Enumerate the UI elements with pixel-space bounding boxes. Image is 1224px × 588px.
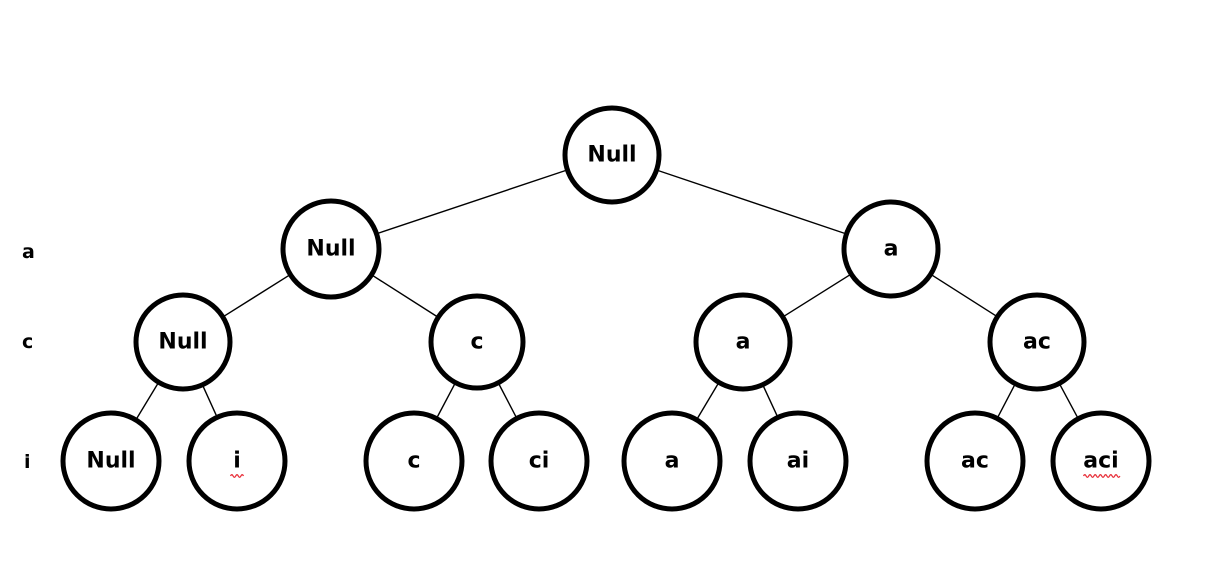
node-label: i (233, 449, 241, 474)
node-circle[interactable] (621, 410, 723, 512)
row-label-a: a (22, 241, 35, 263)
tree-node[interactable]: Null (133, 292, 233, 392)
node-label: Null (587, 143, 636, 168)
node-label: ac (961, 449, 989, 474)
node-label: Null (306, 237, 355, 262)
node-label: ac (1023, 330, 1051, 355)
tree-edge (136, 383, 159, 420)
node-label: ci (529, 449, 550, 474)
tree-edge (498, 383, 517, 418)
node-label: ai (787, 449, 809, 474)
node-label: Null (158, 330, 207, 355)
tree-node[interactable]: Null (562, 105, 662, 205)
tree-node[interactable]: ai (747, 410, 849, 512)
tree-edge (372, 275, 438, 318)
node-circle[interactable] (186, 410, 288, 512)
spellcheck-underline (1082, 474, 1121, 478)
tree-edge (931, 274, 997, 317)
node-circle[interactable] (693, 292, 793, 392)
tree-node[interactable]: ci (488, 410, 590, 512)
row-labels-group: a c i (22, 241, 35, 473)
tree-edge (997, 384, 1016, 418)
node-label: Null (86, 449, 135, 474)
node-circle[interactable] (747, 410, 849, 512)
node-label: a (884, 237, 899, 262)
tree-edge (657, 169, 846, 235)
node-circle[interactable] (428, 293, 526, 391)
node-circle[interactable] (987, 292, 1087, 392)
node-label: a (665, 449, 680, 474)
tree-edge (1059, 384, 1079, 418)
tree-node[interactable]: ac (924, 410, 1026, 512)
tree-edge (377, 169, 567, 234)
node-circle[interactable] (841, 199, 941, 299)
tree-edge (783, 274, 851, 317)
node-label: c (470, 330, 483, 355)
tree-edge (202, 385, 218, 417)
tree-edge (436, 383, 456, 418)
node-circle[interactable] (488, 410, 590, 512)
tree-node[interactable]: i (186, 410, 288, 512)
node-circle[interactable] (60, 410, 162, 512)
spellcheck-underline (229, 474, 245, 478)
node-label: c (407, 449, 420, 474)
tree-node[interactable]: c (428, 293, 526, 391)
tree-edge (223, 274, 290, 317)
row-label-c: c (22, 331, 33, 353)
tree-node[interactable]: a (621, 410, 723, 512)
tree-node[interactable]: Null (280, 198, 382, 300)
node-label: aci (1083, 449, 1118, 474)
node-circle[interactable] (133, 292, 233, 392)
node-circle[interactable] (924, 410, 1026, 512)
edges-group (136, 169, 1079, 420)
row-label-i: i (24, 451, 31, 473)
tree-node[interactable]: c (363, 410, 465, 512)
tree-node[interactable]: Null (60, 410, 162, 512)
tree-edge (762, 385, 778, 417)
node-circle[interactable] (363, 410, 465, 512)
tree-node[interactable]: aci (1050, 410, 1152, 512)
node-circle[interactable] (1050, 410, 1152, 512)
tree-node[interactable]: a (841, 199, 941, 299)
node-circle[interactable] (280, 198, 382, 300)
tree-node[interactable]: ac (987, 292, 1087, 392)
tree-edge (696, 383, 719, 419)
tree-node[interactable]: a (693, 292, 793, 392)
node-circle[interactable] (562, 105, 662, 205)
node-label: a (736, 330, 751, 355)
